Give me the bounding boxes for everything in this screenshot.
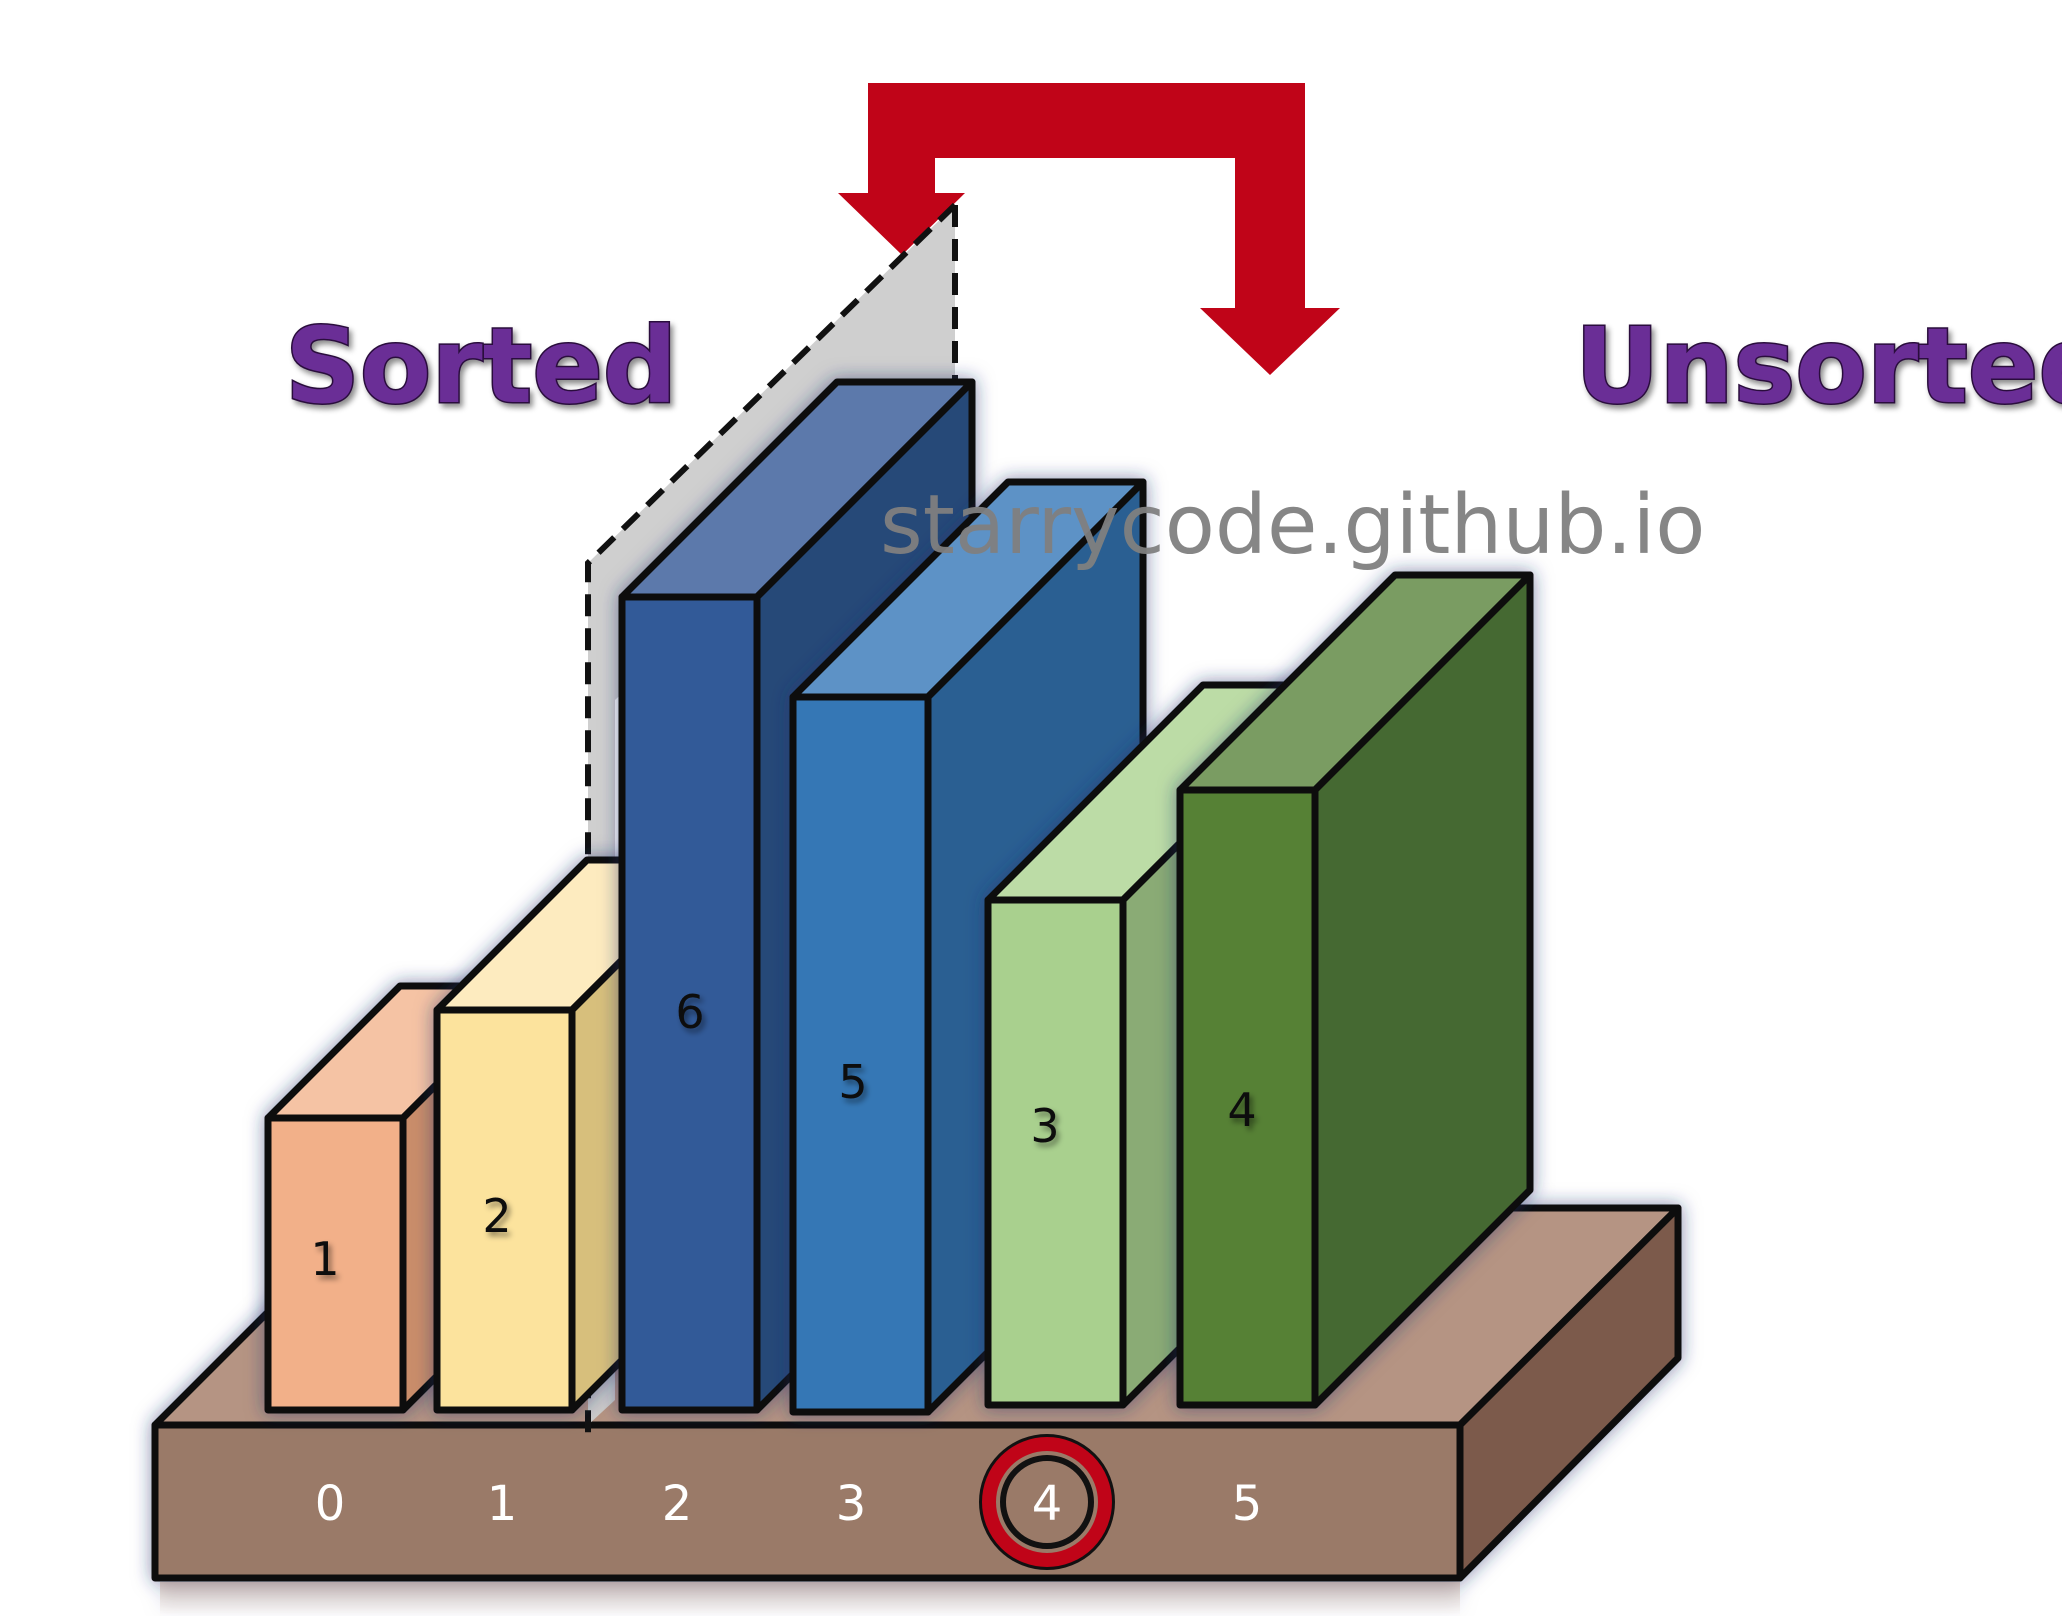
unsorted-label: Unsorted bbox=[1575, 305, 2062, 427]
bar-front-face bbox=[1176, 786, 1319, 1409]
index-label-4: 4 bbox=[1032, 1476, 1063, 1532]
highlight-ring bbox=[982, 1437, 1112, 1567]
index-label-3: 3 bbox=[836, 1476, 867, 1532]
watermark-text: starrycode.github.io bbox=[880, 478, 1705, 573]
red-arrow-shape bbox=[838, 83, 1340, 375]
bar-front-face bbox=[618, 593, 761, 1414]
bar-value-label: 6 bbox=[675, 985, 704, 1039]
ghost-slot-fill bbox=[588, 205, 955, 1425]
index-label-1: 1 bbox=[487, 1476, 518, 1532]
tray-front-face bbox=[151, 1421, 1464, 1582]
index-label-5: 5 bbox=[1232, 1476, 1263, 1532]
bar-front-face bbox=[264, 1114, 407, 1414]
bar-front-face bbox=[984, 896, 1127, 1409]
bar-value-label: 3 bbox=[1030, 1099, 1059, 1153]
bar-value-label: 2 bbox=[482, 1189, 511, 1243]
array-bars: 1 2 6 5 3 4 bbox=[264, 378, 1534, 1416]
bar-front-face bbox=[789, 693, 932, 1416]
bar-value-label: 4 bbox=[1227, 1083, 1256, 1137]
highlight-ring-inner bbox=[1000, 1455, 1094, 1549]
array-indices: 0 1 2 3 4 5 bbox=[315, 1434, 1263, 1570]
index-label-0: 0 bbox=[315, 1476, 346, 1532]
sorted-label: Sorted bbox=[285, 305, 677, 427]
tray-reflection bbox=[160, 1582, 1460, 1616]
move-arrow-icon bbox=[838, 83, 1340, 375]
bar-value-label: 5 bbox=[838, 1055, 867, 1109]
bar-value-label: 1 bbox=[310, 1232, 339, 1286]
index-label-2: 2 bbox=[662, 1476, 693, 1532]
bar-front-face bbox=[433, 1006, 576, 1414]
bar-5 bbox=[1176, 571, 1534, 1409]
